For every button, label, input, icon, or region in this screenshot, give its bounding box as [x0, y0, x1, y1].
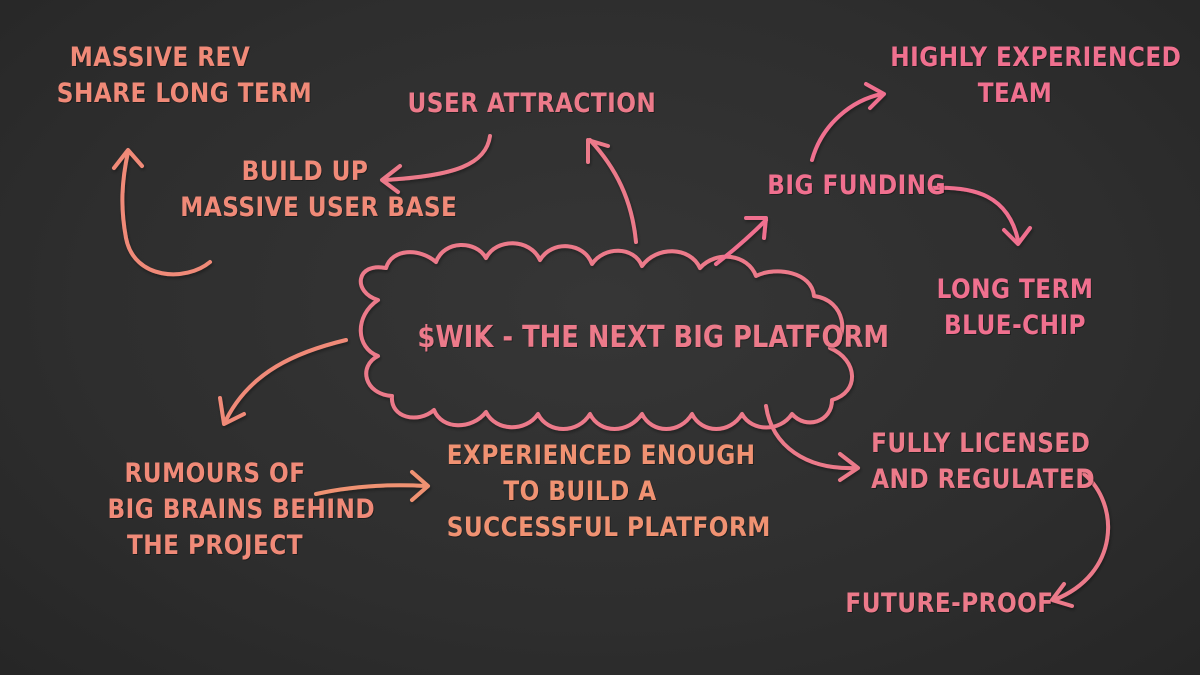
arrowhead-future-proof	[1050, 582, 1074, 608]
node-build-up-line-2: MASSIVE USER BASE	[180, 192, 458, 223]
arrowhead-massive-rev	[112, 148, 144, 170]
node-long-term-line-1: LONG TERM	[936, 274, 1094, 305]
node-rumours: RUMOURS OF BIG BRAINS BEHIND THE PROJECT	[107, 456, 376, 564]
cloud-outline	[358, 241, 854, 431]
node-rumours-line-2: BIG BRAINS BEHIND	[107, 494, 376, 525]
node-highly-experienced-line-2: TEAM	[977, 78, 1053, 109]
arrowhead-rumours	[218, 396, 246, 426]
node-massive-rev-line-1: MASSIVE REV	[69, 42, 251, 73]
node-rumours-line-1: RUMOURS OF	[124, 458, 306, 489]
node-massive-rev: MASSIVE REV SHARE LONG TERM	[56, 40, 313, 112]
node-fully-licensed-line-2: AND REGULATED	[871, 464, 1096, 495]
node-rumours-line-3: THE PROJECT	[127, 530, 303, 561]
connector-massive-rev	[120, 150, 212, 277]
node-user-attraction: USER ATTRACTION	[407, 86, 657, 122]
connector-user-attraction	[588, 138, 638, 244]
arrowhead-long-term	[1002, 226, 1032, 246]
node-experienced-enough-line-3: SUCCESSFUL PLATFORM	[446, 512, 771, 543]
center-topic: $WIK - THE NEXT BIG PLATFORM	[417, 320, 890, 355]
node-fully-licensed-line-1: FULLY LICENSED	[871, 428, 1091, 459]
node-build-up: BUILD UP MASSIVE USER BASE	[180, 154, 458, 226]
arrowhead-build-up	[380, 164, 402, 194]
arrowhead-big-funding	[744, 216, 768, 240]
connector-rumours	[224, 338, 348, 422]
node-highly-experienced-line-1: HIGHLY EXPERIENCED	[890, 42, 1182, 73]
connector-big-funding	[714, 218, 768, 266]
node-fully-licensed: FULLY LICENSED AND REGULATED	[871, 426, 1096, 498]
connector-highly-experienced	[810, 92, 884, 162]
node-build-up-line-1: BUILD UP	[241, 156, 369, 187]
connector-build-up	[382, 134, 492, 182]
connector-fully-licensed	[764, 404, 858, 471]
arrowhead-experienced-enough	[410, 470, 430, 502]
node-experienced-enough-line-1: EXPERIENCED ENOUGH	[446, 440, 756, 471]
connector-future-proof	[1052, 472, 1111, 602]
connector-experienced-enough	[314, 483, 428, 496]
node-experienced-enough: EXPERIENCED ENOUGH TO BUILD A SUCCESSFUL…	[446, 438, 771, 546]
node-future-proof: FUTURE-PROOF	[845, 586, 1054, 622]
node-long-term-line-2: BLUE-CHIP	[943, 310, 1087, 341]
node-user-attraction-line-1: USER ATTRACTION	[407, 88, 657, 119]
connector-long-term	[928, 185, 1020, 242]
node-future-proof-line-1: FUTURE-PROOF	[845, 588, 1054, 619]
node-massive-rev-line-2: SHARE LONG TERM	[56, 78, 313, 109]
arrowhead-fully-licensed	[838, 452, 860, 482]
arrowhead-highly-experienced	[864, 82, 886, 110]
node-long-term: LONG TERM BLUE-CHIP	[933, 272, 1096, 344]
node-highly-experienced: HIGHLY EXPERIENCED TEAM	[890, 40, 1182, 112]
arrowhead-user-attraction	[586, 138, 610, 164]
node-big-funding: BIG FUNDING	[767, 168, 947, 204]
node-experienced-enough-line-2: TO BUILD A	[503, 476, 657, 507]
node-big-funding-line-1: BIG FUNDING	[767, 170, 947, 201]
